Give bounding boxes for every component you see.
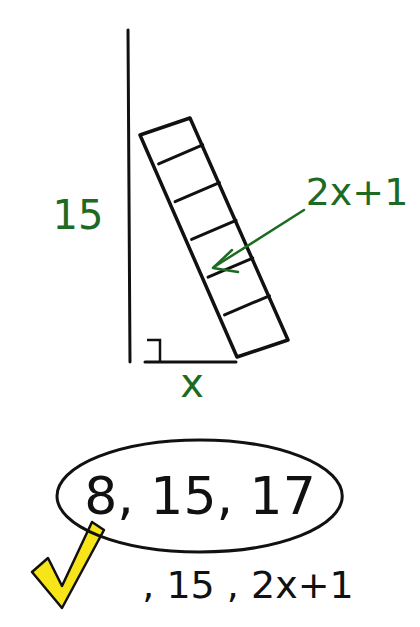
ladder-rung: [175, 183, 219, 202]
ladder-rung: [192, 220, 236, 239]
ladder-length-label: 2x+1: [306, 173, 409, 211]
ladder-rungs: [159, 145, 270, 315]
ellipse-callout: 8, 15, 17: [55, 438, 344, 554]
base-length-label: x: [180, 363, 204, 403]
check-mark: [32, 522, 104, 608]
right-angle-mark: [147, 340, 160, 362]
ladder-rung: [225, 296, 270, 315]
wall-line: [128, 30, 130, 362]
leader-line: [214, 210, 304, 267]
triple-expression: , 15 , 2x+1: [142, 566, 353, 604]
leader-arrowhead: [213, 250, 238, 272]
wall-height-label: 15: [53, 195, 104, 235]
ellipse-shape: [57, 440, 342, 552]
ladder-rung: [159, 145, 203, 164]
number-triple: 8, 15, 17: [84, 470, 316, 522]
ladder-outline: [140, 118, 288, 357]
